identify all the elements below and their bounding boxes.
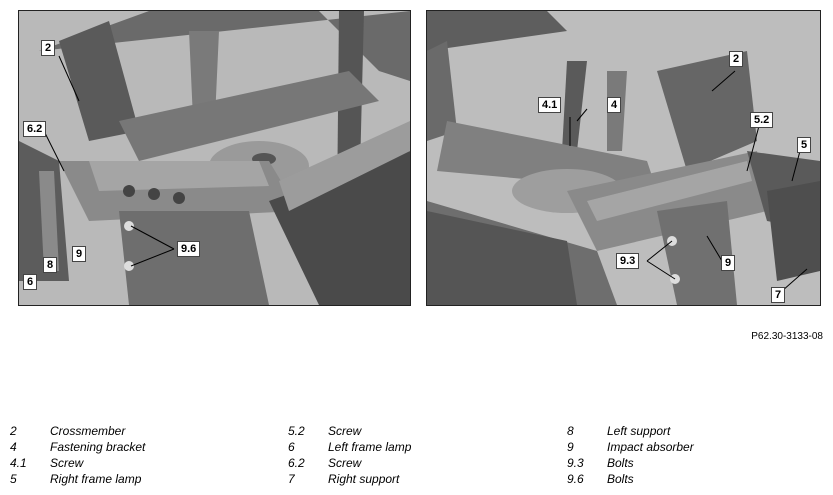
legend-label: Screw [328, 424, 362, 438]
legend-label: Crossmember [50, 424, 126, 438]
callout-4-1: 4.1 [538, 97, 562, 113]
legend-item: 4.1 Screw [10, 455, 145, 471]
left-illustration: 2 6.2 6 8 9 9.6 [18, 10, 411, 306]
legend-number: 4 [10, 440, 17, 454]
legend-number: 6.2 [288, 456, 305, 470]
callout-6: 6 [23, 274, 38, 290]
legend-number: 6 [288, 440, 295, 454]
legend-label: Screw [328, 456, 362, 470]
legend-label: Left support [607, 424, 671, 438]
callout-5: 5 [797, 137, 812, 153]
legend-number: 2 [10, 424, 17, 438]
legend-label: Impact absorber [607, 440, 694, 454]
legend-item: 6.2 Screw [288, 455, 411, 471]
callout-9-3: 9.3 [616, 253, 640, 269]
legend-label: Screw [50, 456, 84, 470]
legend-number: 9.3 [567, 456, 584, 470]
callout-7: 7 [771, 287, 786, 303]
callout-6-2: 6.2 [23, 121, 47, 137]
legend-item: 6 Left frame lamp [288, 439, 411, 455]
legend-number: 9 [567, 440, 574, 454]
right-illustration: 4.1 4 2 5.2 5 9.3 9 7 [426, 10, 821, 306]
legend-item: 9 Impact absorber [567, 439, 694, 455]
legend-label: Bolts [607, 472, 634, 486]
callout-2: 2 [729, 51, 744, 67]
legend-number: 4.1 [10, 456, 27, 470]
legend-item: 5 Right frame lamp [10, 471, 145, 487]
legend-item: 2 Crossmember [10, 423, 145, 439]
legend-number: 8 [567, 424, 574, 438]
legend-label: Fastening bracket [50, 440, 146, 454]
legend-number: 5.2 [288, 424, 305, 438]
legend-item: 9.6 Bolts [567, 471, 694, 487]
legend-label: Right support [328, 472, 400, 486]
legend-label: Left frame lamp [328, 440, 412, 454]
legend-item: 7 Right support [288, 471, 411, 487]
left-drawing [19, 11, 410, 305]
legend-item: 4 Fastening bracket [10, 439, 145, 455]
callout-9-6: 9.6 [177, 241, 201, 257]
figure-reference: P62.30-3133-08 [751, 331, 823, 342]
legend-label: Bolts [607, 456, 634, 470]
legend-item: 8 Left support [567, 423, 694, 439]
callout-9: 9 [721, 255, 736, 271]
legend-number: 7 [288, 472, 295, 486]
legend-column-1: 2 Crossmember 4 Fastening bracket 4.1 Screw… [10, 423, 145, 487]
callout-2: 2 [41, 40, 56, 56]
legend-item: 5.2 Screw [288, 423, 411, 439]
legend-item: 9.3 Bolts [567, 455, 694, 471]
legend-number: 9.6 [567, 472, 584, 486]
callout-5-2: 5.2 [750, 112, 774, 128]
callout-8: 8 [43, 257, 58, 273]
legend-number: 5 [10, 472, 17, 486]
callout-4: 4 [607, 97, 622, 113]
legend-label: Right frame lamp [50, 472, 142, 486]
callout-9: 9 [72, 246, 87, 262]
